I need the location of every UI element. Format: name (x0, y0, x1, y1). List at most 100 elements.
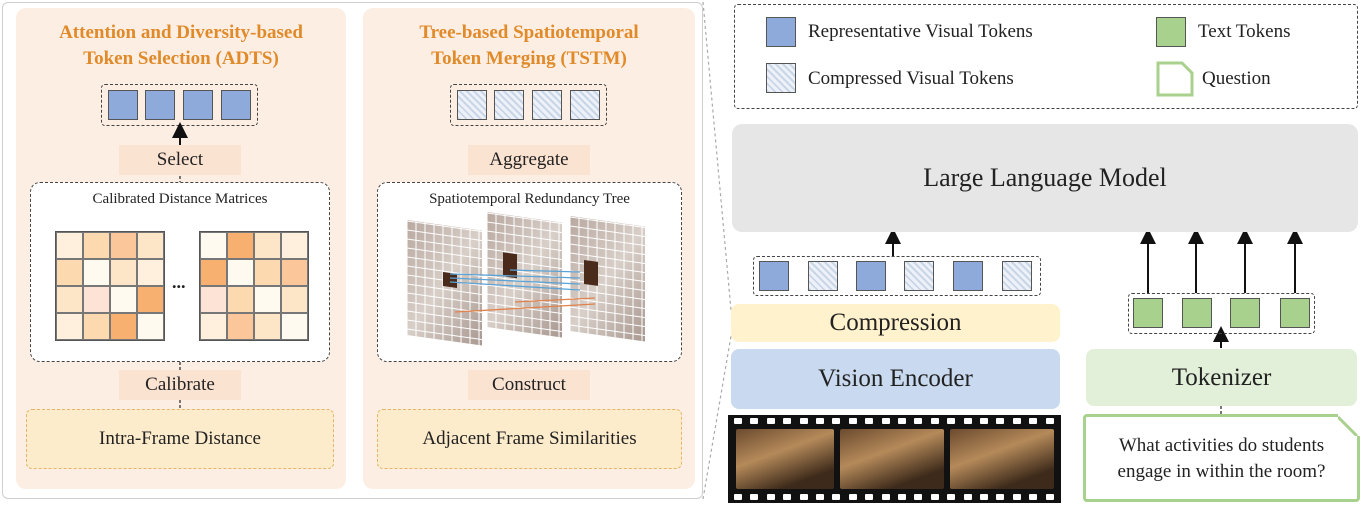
matrix-cell (200, 286, 227, 313)
representative-token (108, 90, 138, 120)
film-sprocket-hole (766, 494, 775, 500)
matrix-cell (254, 313, 281, 340)
matrix-cell (83, 286, 110, 313)
tstm-output-tokens (450, 84, 607, 126)
film-sprocket-hole (881, 418, 890, 424)
film-sprocket-hole (832, 494, 841, 500)
adts-title: Attention and Diversity-based Token Sele… (16, 20, 346, 72)
film-sprocket-hole (914, 494, 923, 500)
legend (734, 4, 1358, 109)
question-corner (1338, 414, 1360, 436)
text-token (1230, 298, 1260, 328)
matrix-cell (56, 286, 83, 313)
video-film-strip (728, 415, 1061, 503)
film-sprocket-hole (930, 418, 939, 424)
film-sprocket-hole (848, 418, 857, 424)
film-sprocket-hole (1012, 418, 1021, 424)
legend-compressed-swatch (766, 63, 796, 93)
matrix-cell (227, 286, 254, 313)
film-sprocket-hole (963, 418, 972, 424)
tstm-inner-title: Spatiotemporal Redundancy Tree (429, 191, 630, 207)
matrix-cell (227, 232, 254, 259)
film-sprocket-hole (848, 494, 857, 500)
tstm-title-line2: Token Merging (TSTM) (431, 48, 627, 69)
matrix-cell (254, 232, 281, 259)
matrix-cell (110, 259, 137, 286)
adts-title-line2: Token Selection (ADTS) (83, 48, 279, 69)
matrix-cell (281, 232, 308, 259)
film-sprocket-hole (947, 494, 956, 500)
film-sprocket-hole (980, 418, 988, 424)
matrix-cell (281, 259, 308, 286)
representative-token (221, 90, 251, 120)
film-sprocket-hole (980, 494, 988, 500)
legend-representative-swatch (766, 17, 796, 47)
spatiotemporal-frames (407, 212, 645, 346)
compressed-token (570, 90, 600, 120)
film-sprocket-hole (799, 418, 808, 424)
legend-question-icon (1156, 61, 1194, 97)
film-sprocket-hole (816, 418, 824, 424)
method-frame (2, 2, 703, 499)
film-sprocket-hole (898, 494, 906, 500)
matrix-cell (83, 259, 110, 286)
tstm-construct-label: Construct (468, 370, 590, 400)
matrix-cell (56, 259, 83, 286)
text-token (1133, 298, 1163, 328)
text-token-sequence (1128, 293, 1315, 334)
matrix-cell (83, 313, 110, 340)
video-frame (736, 429, 834, 489)
adts-select-label: Select (119, 145, 241, 175)
representative-token (759, 261, 789, 291)
representative-token (183, 90, 213, 120)
compressed-token (532, 90, 562, 120)
matrix-cell (83, 232, 110, 259)
matrix-cell (281, 313, 308, 340)
matrix-cell (254, 286, 281, 313)
video-frame (950, 429, 1054, 489)
matrix-cell (56, 313, 83, 340)
tstm-title-line1: Tree-based Spatiotemporal (419, 22, 639, 43)
matrix-cell (281, 286, 308, 313)
tstm-title: Tree-based Spatiotemporal Token Merging … (363, 20, 695, 72)
film-sprocket-hole (1045, 494, 1054, 500)
film-sprocket-hole (734, 418, 742, 424)
film-sprocket-hole (1029, 494, 1038, 500)
film-sprocket-hole (865, 494, 874, 500)
film-sprocket-hole (898, 418, 906, 424)
film-sprocket-hole (963, 494, 972, 500)
matrix-cell (227, 259, 254, 286)
matrix-cell (137, 259, 164, 286)
adts-inner-title: Calibrated Distance Matrices (92, 191, 268, 207)
matrix-cell (227, 313, 254, 340)
film-sprocket-hole (996, 494, 1005, 500)
film-sprocket-hole (865, 418, 874, 424)
film-sprocket-hole (1045, 418, 1054, 424)
adts-intra-frame-distance: Intra-Frame Distance (26, 409, 334, 469)
representative-token (953, 261, 983, 291)
film-sprocket-hole (783, 418, 792, 424)
tstm-aggregate-label: Aggregate (468, 145, 590, 175)
film-sprocket-hole (766, 418, 775, 424)
matrix-ellipsis: ... (172, 272, 186, 292)
film-sprocket-hole (734, 494, 742, 500)
film-sprocket-hole (914, 418, 923, 424)
matrix-cell (137, 286, 164, 313)
matrix-cell (56, 232, 83, 259)
matrix-cell (200, 259, 227, 286)
film-sprocket-hole (832, 418, 841, 424)
distance-matrix-right (199, 231, 309, 341)
film-sprocket-hole (816, 494, 824, 500)
compressed-token (904, 261, 934, 291)
film-sprocket-hole (799, 494, 808, 500)
compressed-token (808, 261, 838, 291)
matrix-cell (110, 232, 137, 259)
representative-token (856, 261, 886, 291)
tstm-adjacent-frame-similarities: Adjacent Frame Similarities (377, 409, 682, 469)
vision-encoder: Vision Encoder (731, 349, 1060, 409)
film-sprocket-hole (881, 494, 890, 500)
distance-matrix-left (55, 231, 165, 341)
matrix-cell (200, 232, 227, 259)
matrix-cell (110, 313, 137, 340)
question-line1: What activities do students (1118, 435, 1325, 456)
